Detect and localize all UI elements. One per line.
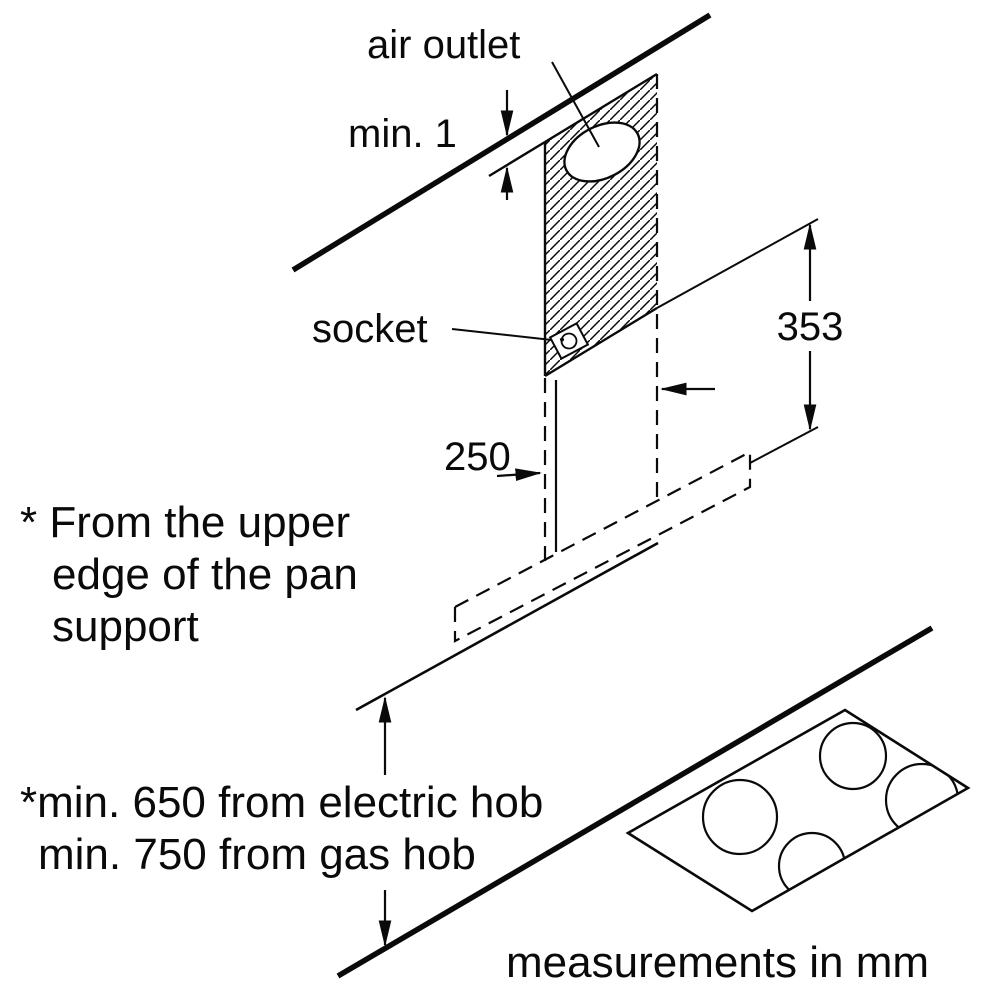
burner-top	[818, 721, 888, 791]
lower-chimney-dashed-outline	[453, 450, 752, 643]
cooktop	[625, 708, 971, 913]
socket-label: socket	[312, 307, 428, 351]
wall-line-top	[291, 12, 712, 273]
pan-support-note-line2: edge of the pan	[52, 550, 358, 599]
socket-dot	[560, 337, 565, 342]
pan-support-note-line3: support	[52, 602, 199, 651]
dim-353-extension-bottom	[749, 426, 819, 464]
dim-353	[656, 218, 819, 464]
mounting-plate-edge-bottom	[544, 306, 658, 378]
air-outlet-hole	[563, 121, 641, 183]
socket-outlet-circle	[560, 332, 578, 350]
dim-250-label: 250	[444, 435, 511, 479]
mounting-plate	[488, 72, 658, 378]
burner-left	[701, 778, 779, 856]
min-gap-label: min. 1	[348, 112, 457, 156]
pan-support-note-line1: * From the upper	[20, 498, 350, 547]
mounting-plate-edge-top	[544, 72, 658, 144]
air-outlet-leader	[551, 61, 600, 148]
hob-surface-line	[336, 625, 934, 979]
cooktop-outline	[625, 708, 971, 913]
hob-clearance-note-line1: *min. 650 from electric hob	[20, 778, 543, 827]
hood-bottom-line	[355, 541, 659, 712]
units-caption: measurements in mm	[506, 938, 929, 987]
socket-leader	[451, 328, 553, 341]
dim-250	[496, 382, 715, 482]
chimney-duct	[453, 74, 752, 643]
dim-250-arrow-left	[496, 468, 542, 482]
air-outlet-label: air outlet	[367, 23, 520, 67]
socket-symbol	[548, 322, 590, 360]
mounting-plate-top-extension	[488, 140, 546, 178]
hob-clearance-note-line2: min. 750 from gas hob	[38, 830, 476, 879]
dim-353-extension-top	[656, 218, 819, 309]
dim-353-label: 353	[777, 305, 844, 349]
